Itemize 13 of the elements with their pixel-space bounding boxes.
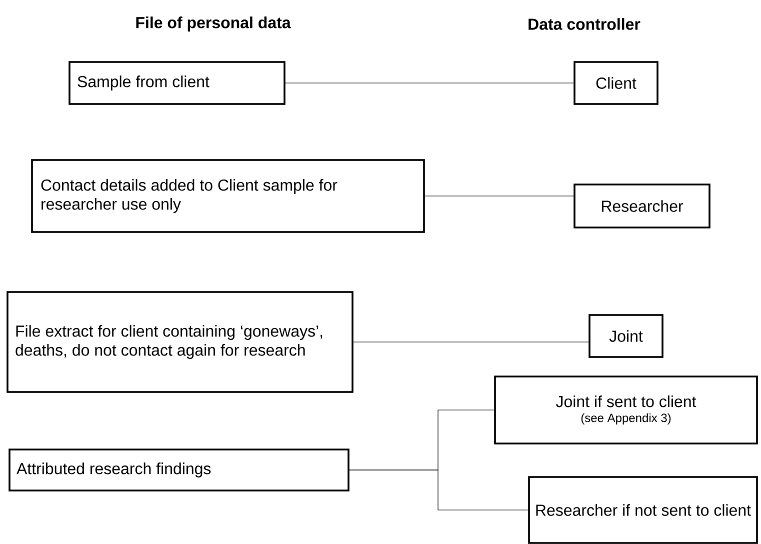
text-box: Client [574,61,658,105]
column-heading: File of personal data [136,16,291,32]
connector-line [285,82,574,84]
text-box: Researcher if not sent to client [528,476,758,544]
text-box: Contact details added to Client sample for researcher use only [31,159,425,233]
text-box: Attributed research findings [8,448,350,492]
text-box: Sample from client [68,61,286,105]
text-box: Joint if sent to client (see Appendix 3) [494,376,758,444]
text-box: Researcher [574,184,710,228]
text-box: File extract for client containing ‘goneways’, deaths, do not contact again for research [6,291,354,393]
column-heading: Data controller [528,18,640,30]
connector-line [349,470,528,510]
text-box: Joint [588,314,664,358]
